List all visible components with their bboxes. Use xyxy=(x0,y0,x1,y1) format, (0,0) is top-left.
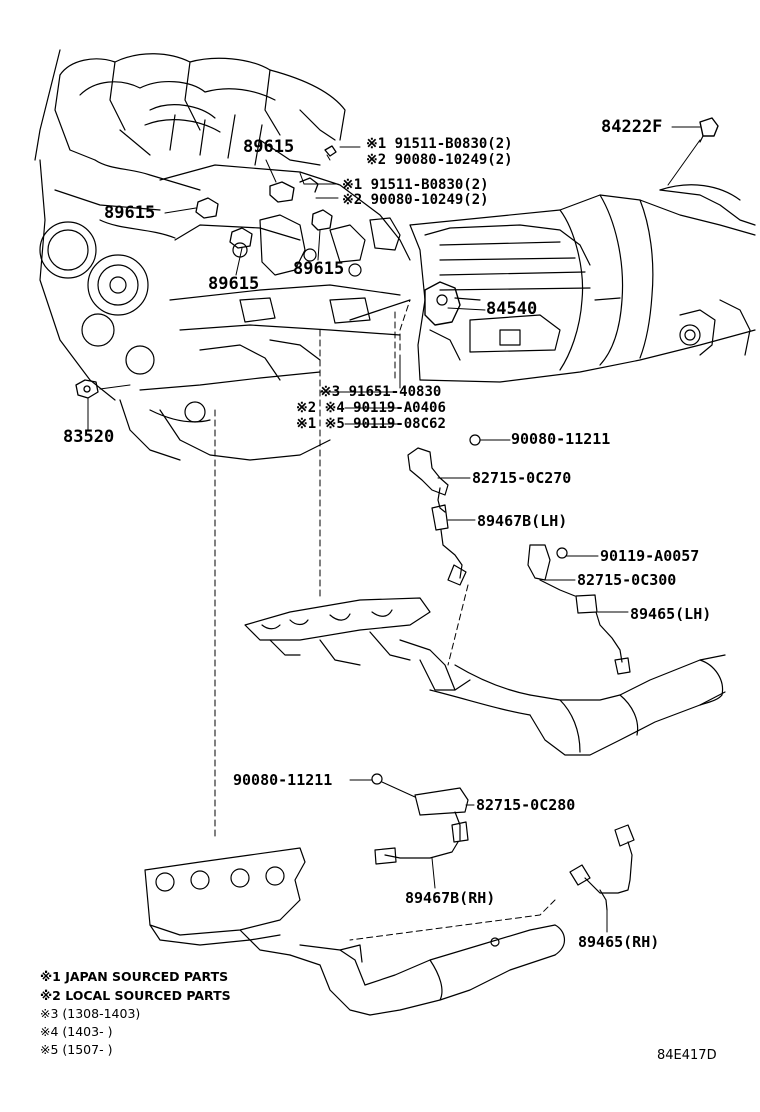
part-label-84540[interactable]: 84540 xyxy=(486,299,538,319)
part-label-89467b-lh[interactable]: 89467B(LH) xyxy=(477,512,568,530)
footnote-4: ※4 (1403- ) xyxy=(40,1024,113,1039)
part-label-91511-b0830-lower[interactable]: ※1 91511-B0830(2) xyxy=(342,177,489,193)
footnote-3: ※3 (1308-1403) xyxy=(40,1006,141,1021)
exhaust-pipe-rh-illustration xyxy=(144,847,565,1016)
part-label-89467b-rh[interactable]: 89467B(RH) xyxy=(405,889,496,907)
part-label-84222F[interactable]: 84222F xyxy=(601,117,663,137)
oxygen-sensor-illustrations xyxy=(371,434,635,911)
part-label-89615-bottom-left[interactable]: 89615 xyxy=(208,274,260,294)
oil-pressure-switch-illustration xyxy=(75,379,99,399)
part-label-90080-10249-lower[interactable]: ※2 90080-10249(2) xyxy=(342,192,489,208)
part-label-89615-top[interactable]: 89615 xyxy=(243,137,295,157)
part-label-91511-b0830-upper[interactable]: ※1 91511-B0830(2) xyxy=(366,136,513,152)
part-label-89465-rh[interactable]: 89465(RH) xyxy=(578,933,660,951)
exhaust-pipe-lh-illustration xyxy=(244,597,726,756)
leader-lines xyxy=(87,126,701,933)
part-label-89465-lh[interactable]: 89465(LH) xyxy=(630,605,712,623)
part-label-83520[interactable]: 83520 xyxy=(63,427,115,447)
part-label-89615-left[interactable]: 89615 xyxy=(104,203,156,223)
knock-sensor-illustrations xyxy=(195,145,337,249)
part-label-82715-0c300[interactable]: 82715-0C300 xyxy=(577,571,677,589)
part-label-90080-11211-bottom[interactable]: 90080-11211 xyxy=(233,771,333,789)
switch-84222F-illustration xyxy=(699,117,719,143)
part-label-91651-40830[interactable]: ※3 91651-40830 xyxy=(320,384,442,400)
part-label-90080-10249-upper[interactable]: ※2 90080-10249(2) xyxy=(366,152,513,168)
footnote-1: ※1 JAPAN SOURCED PARTS xyxy=(40,969,229,984)
part-label-82715-0c270[interactable]: 82715-0C270 xyxy=(472,469,572,487)
part-label-90080-11211-top[interactable]: 90080-11211 xyxy=(511,430,611,448)
figure-code: 84E417D xyxy=(657,1048,717,1063)
transmission-illustration xyxy=(349,184,756,383)
part-label-90119-a0057[interactable]: 90119-A0057 xyxy=(600,547,700,565)
part-label-90119-a0406[interactable]: ※2 ※4 90119-A0406 xyxy=(296,400,446,416)
footnote-2: ※2 LOCAL SOURCED PARTS xyxy=(40,988,231,1003)
engine-assembly-illustration xyxy=(34,49,411,461)
part-label-89615-bottom-right[interactable]: 89615 xyxy=(293,259,345,279)
part-label-82715-0c280[interactable]: 82715-0C280 xyxy=(476,796,576,814)
dashed-reference-lines xyxy=(214,299,556,941)
footnote-5: ※5 (1507- ) xyxy=(40,1042,113,1057)
part-label-90119-08c62[interactable]: ※1 ※5 90119-08C62 xyxy=(296,416,446,432)
